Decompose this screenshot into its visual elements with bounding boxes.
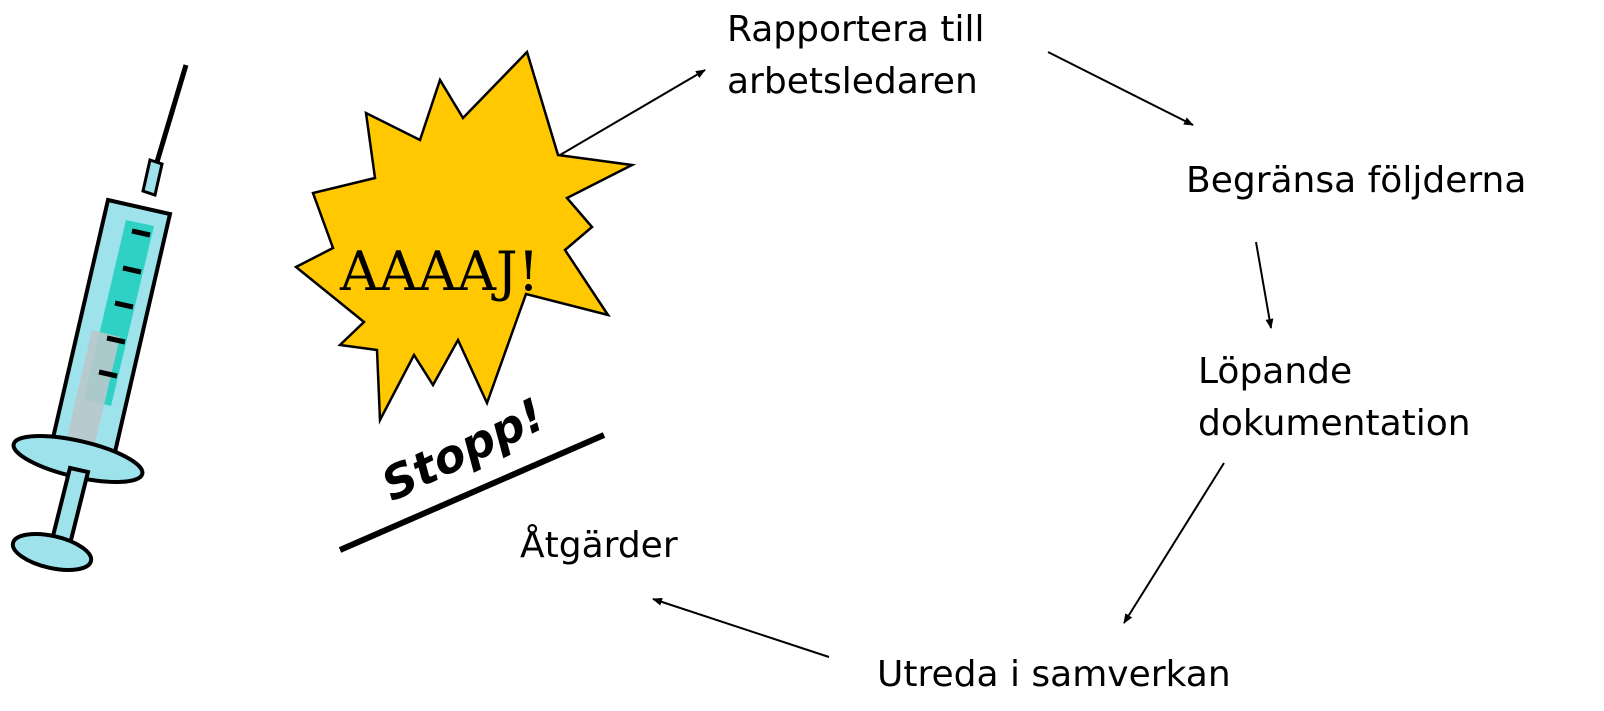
burst-label: AAAAJ! [339, 240, 539, 303]
explosion-burst: AAAAJ! [293, 49, 637, 425]
step-limit-line1: Begränsa följderna [1186, 160, 1527, 201]
step-limit: Begränsa följderna [1186, 155, 1526, 207]
arrow-investigate-to-actions [652, 598, 830, 658]
arrow-burst-to-report [559, 69, 706, 156]
burst-shape [293, 49, 637, 425]
arrow-limit-to-document [1255, 241, 1274, 329]
step-document: Löpande dokumentation [1198, 346, 1471, 450]
step-actions-line1: Åtgärder [520, 525, 678, 566]
arrow-report-to-limit [1047, 51, 1194, 126]
arrow-document-to-investigate [1123, 462, 1225, 624]
step-report-line2: arbetsledaren [727, 61, 978, 102]
step-actions: Åtgärder [520, 520, 678, 572]
step-report-line1: Rapportera till [727, 9, 985, 50]
stop-bar [338, 432, 606, 553]
syringe-icon [10, 64, 189, 573]
step-investigate: Utreda i samverkan [877, 649, 1231, 701]
step-document-line1: Löpande [1198, 351, 1353, 392]
step-report: Rapportera till arbetsledaren [727, 4, 985, 108]
cycle-arrows [559, 51, 1274, 658]
step-document-line2: dokumentation [1198, 403, 1471, 444]
step-investigate-line1: Utreda i samverkan [877, 654, 1231, 695]
